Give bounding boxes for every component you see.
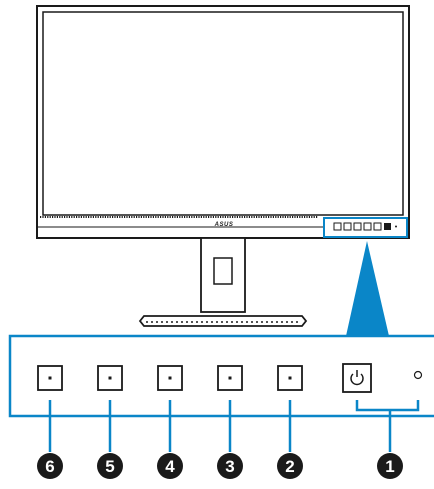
menu-button-3[interactable]	[217, 365, 243, 391]
menu-button-4[interactable]	[157, 365, 183, 391]
power-button[interactable]	[342, 363, 372, 393]
power-indicator-led	[413, 370, 423, 380]
callout-numbers: 6 5 4 3 2 1	[37, 453, 403, 479]
mini-button-icon	[333, 222, 342, 231]
stand-base	[138, 315, 308, 327]
callout-number-3: 3	[217, 453, 243, 479]
callout-number-2: 2	[277, 453, 303, 479]
callout-badge	[157, 453, 183, 479]
power-button-frame	[342, 363, 372, 393]
callout-label: 5	[105, 457, 114, 476]
mini-button-icon	[373, 222, 382, 231]
callout-label: 1	[385, 457, 394, 476]
menu-button-2[interactable]	[277, 365, 303, 391]
control-panel-zoom: 6 5 4 3 2 1	[8, 334, 434, 479]
callout-label: 2	[285, 457, 294, 476]
menu-button-6[interactable]	[37, 365, 63, 391]
monitor-screen	[42, 11, 404, 216]
monitor-stand	[138, 237, 308, 327]
power-indicator-led-icon	[413, 370, 423, 380]
button-frame	[217, 365, 243, 391]
menu-button-5[interactable]	[97, 365, 123, 391]
power-group-bracket	[355, 400, 420, 452]
callout-number-5: 5	[97, 453, 123, 479]
button-frame	[97, 365, 123, 391]
mini-button-icon	[343, 222, 352, 231]
callout-badge	[217, 453, 243, 479]
callout-label: 6	[45, 457, 54, 476]
mini-button-icon	[353, 222, 362, 231]
mini-power-button-icon	[384, 223, 391, 230]
callout-label: 3	[225, 457, 234, 476]
stand-cable-hole	[213, 257, 233, 285]
zoom-callout	[346, 241, 389, 336]
square-dot-icon	[288, 376, 292, 380]
mini-led-icon	[395, 225, 397, 228]
monitor-button-strip	[323, 217, 408, 238]
callout-badge	[277, 453, 303, 479]
square-dot-icon	[48, 376, 52, 380]
callout-label: 4	[165, 457, 175, 476]
callout-number-6: 6	[37, 453, 63, 479]
square-dot-icon	[168, 376, 172, 380]
callout-badge	[37, 453, 63, 479]
callout-badge	[97, 453, 123, 479]
panel-buttons	[37, 363, 423, 393]
brand-logo: ASUS	[214, 222, 234, 228]
callout-badge	[377, 453, 403, 479]
square-dot-icon	[108, 376, 112, 380]
mini-button-icon	[363, 222, 372, 231]
callout-number-4: 4	[157, 453, 183, 479]
power-icon	[350, 370, 364, 386]
square-dot-icon	[228, 376, 232, 380]
monitor: ASUS	[36, 5, 410, 327]
callout-lines	[48, 400, 292, 452]
callout-number-1: 1	[377, 453, 403, 479]
